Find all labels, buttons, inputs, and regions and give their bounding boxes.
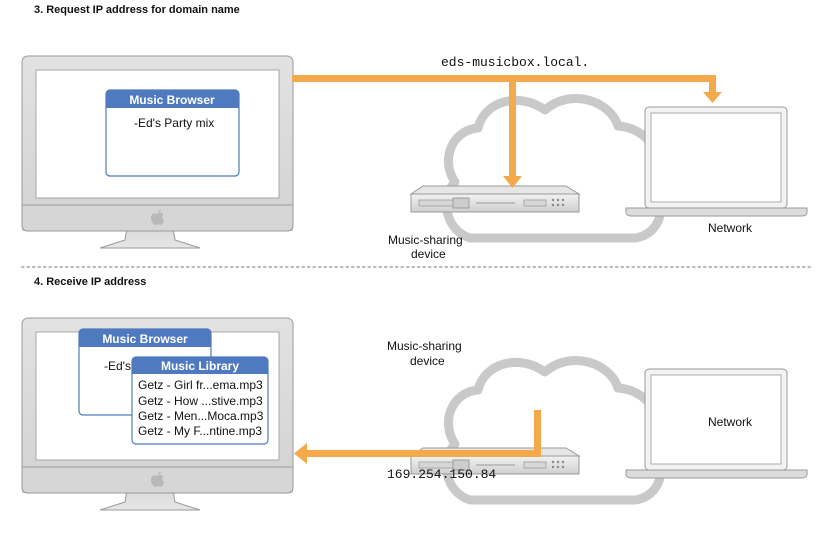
step4-network-label: Network [708, 415, 753, 429]
step3-network-label: Network [708, 221, 753, 235]
step3-browser-window: Music Browser -Ed's Party mix [105, 89, 240, 177]
library-track: Getz - Men...Moca.mp3 [138, 409, 264, 423]
step4-device-label-1: Music-sharing [387, 339, 462, 353]
step4-browser-title: Music Browser [102, 332, 188, 346]
step3-heading: 3. Request IP address for domain name [34, 4, 240, 16]
step4-device-label-2: device [410, 354, 445, 368]
step4-library-window: Music Library Getz - Girl fr...ema.mp3 G… [131, 356, 269, 445]
step3-query-label: eds-musicbox.local. [441, 55, 589, 70]
step4-response-arrow [294, 410, 541, 464]
library-track: Getz - My F...ntine.mp3 [138, 424, 262, 438]
step4-heading: 4. Receive IP address [34, 276, 146, 288]
step3-cloud-icon [442, 94, 666, 243]
step3-device-label-2: device [411, 247, 446, 261]
library-track: Getz - Girl fr...ema.mp3 [138, 378, 263, 392]
step3-browser-title: Music Browser [129, 93, 215, 107]
step3-device-label-1: Music-sharing [388, 233, 463, 247]
library-track: Getz - How ...stive.mp3 [138, 394, 263, 408]
step3-browser-item: -Ed's Party mix [134, 116, 214, 130]
step3-server-icon [410, 185, 580, 213]
step4-browser-item: -Ed's [104, 359, 131, 373]
step4-library-title: Music Library [161, 359, 239, 373]
step3-laptop-icon [625, 106, 808, 217]
step4-ip-label: 169.254.150.84 [387, 467, 496, 482]
step3-query-arrow [292, 75, 722, 188]
